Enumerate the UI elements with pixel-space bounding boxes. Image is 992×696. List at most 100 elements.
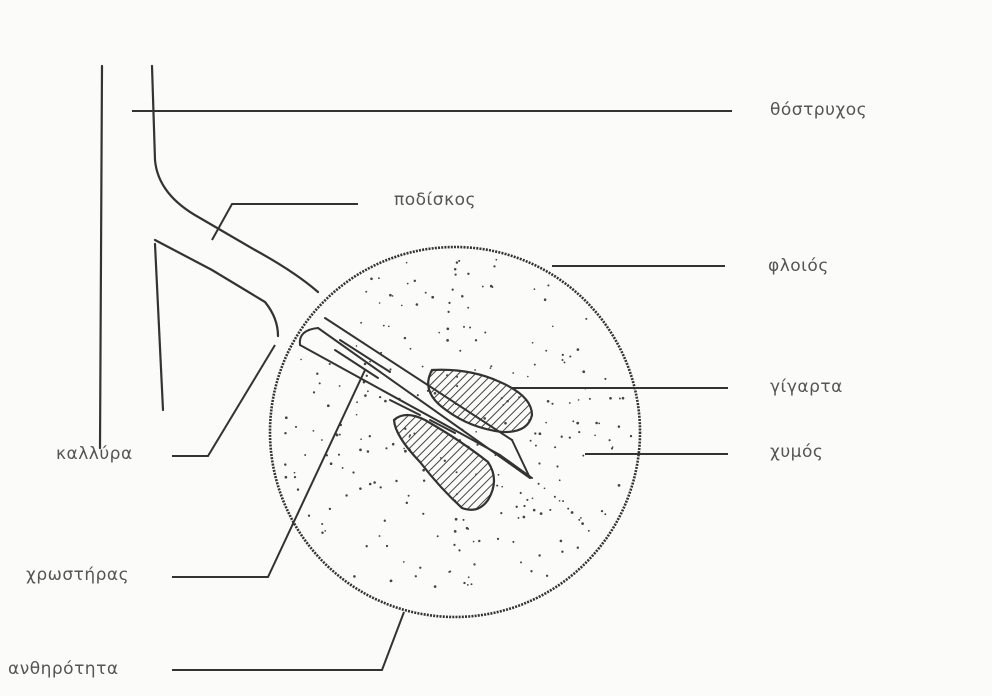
flesh-dot: [578, 519, 580, 521]
flesh-dot: [554, 446, 556, 448]
flesh-dot: [462, 519, 464, 521]
flesh-dot: [609, 439, 611, 441]
flesh-dot: [455, 274, 457, 276]
pedicel-lower-edge: [155, 240, 278, 336]
flesh-dot: [422, 366, 424, 368]
flesh-dot: [561, 359, 563, 361]
flesh-dot: [533, 509, 536, 512]
flesh-dot: [523, 516, 526, 519]
flesh-dot: [384, 520, 386, 522]
flesh-dot: [313, 391, 315, 393]
flesh-dot: [438, 332, 440, 334]
flesh-dot: [360, 438, 362, 440]
flesh-dot: [538, 554, 540, 556]
flesh-dot: [404, 450, 407, 453]
flesh-dot: [419, 567, 421, 569]
label-chymos: χυμός: [770, 442, 823, 462]
flesh-dot: [366, 545, 368, 547]
flesh-dot: [512, 372, 514, 374]
flesh-dot: [284, 432, 286, 434]
flesh-dot: [482, 286, 484, 288]
berry-flesh-dots: [284, 259, 632, 588]
flesh-dot: [564, 361, 566, 363]
flesh-dot: [446, 339, 449, 342]
flesh-dot: [561, 551, 563, 553]
flesh-dot: [385, 447, 387, 449]
flesh-dot: [473, 563, 475, 565]
flesh-dot: [369, 483, 372, 486]
flesh-dot: [353, 575, 356, 578]
flesh-dot: [580, 517, 582, 519]
flesh-dot: [598, 423, 600, 425]
flesh-dot: [474, 369, 476, 371]
flesh-dot: [567, 508, 569, 510]
flesh-dot: [540, 512, 543, 515]
flesh-dot: [595, 422, 598, 425]
flesh-dot: [404, 337, 406, 339]
flesh-dot: [339, 385, 341, 387]
flesh-dot: [458, 260, 460, 262]
flesh-dot: [390, 580, 393, 583]
flesh-dot: [572, 420, 574, 422]
flesh-dot: [467, 528, 469, 530]
flesh-dot: [552, 326, 554, 328]
flesh-dot: [490, 365, 492, 367]
flesh-dot: [527, 376, 529, 378]
flesh-dot: [618, 425, 621, 428]
flesh-dot: [554, 496, 556, 498]
flesh-dot: [535, 445, 537, 447]
flesh-dot: [556, 465, 558, 467]
seed-upper: [428, 370, 532, 432]
flesh-dot: [456, 261, 458, 263]
flesh-dot: [403, 561, 405, 563]
flesh-dot: [359, 449, 362, 452]
flesh-dot: [452, 288, 454, 290]
flesh-dot: [622, 397, 625, 400]
flesh-dot: [345, 494, 347, 496]
flesh-dot: [338, 454, 340, 456]
flesh-dot: [630, 435, 632, 437]
flesh-dot: [496, 485, 498, 487]
flesh-dot: [364, 394, 367, 397]
flesh-dot: [379, 535, 381, 537]
flesh-dot: [364, 363, 367, 366]
flesh-dot: [294, 476, 296, 478]
flesh-dot: [408, 495, 410, 497]
flesh-dot: [297, 488, 299, 490]
flesh-dot: [544, 298, 547, 301]
flesh-dot: [356, 401, 358, 403]
flesh-dot: [294, 472, 296, 474]
flesh-dot: [571, 511, 574, 514]
flesh-dot: [379, 396, 381, 398]
flesh-dot: [501, 486, 503, 488]
flesh-dot: [285, 416, 288, 419]
flesh-dot: [365, 291, 367, 293]
flesh-dot: [520, 492, 522, 494]
leader-podiskos: [212, 204, 358, 240]
flesh-dot: [313, 430, 315, 432]
flesh-dot: [308, 515, 310, 517]
pedicel-left-edge: [155, 244, 163, 410]
flesh-dot: [473, 541, 475, 543]
flesh-dot: [458, 549, 460, 551]
flesh-dot: [478, 540, 480, 542]
flesh-dot: [545, 350, 547, 352]
flesh-dot: [500, 512, 502, 514]
flesh-dot: [562, 354, 564, 356]
leader-chrostiras: [172, 370, 365, 577]
flesh-dot: [295, 426, 297, 428]
label-bostrychos: θόστρυχος: [770, 100, 867, 120]
flesh-dot: [454, 268, 457, 271]
label-podiskos: ποδίσκος: [394, 190, 476, 210]
flesh-dot: [588, 530, 590, 532]
flesh-dot: [534, 432, 536, 434]
flesh-dot: [523, 505, 525, 507]
flesh-dot: [329, 363, 331, 365]
flesh-dot: [437, 535, 439, 537]
flesh-dot: [532, 342, 534, 344]
flesh-dot: [356, 345, 358, 347]
flesh-dot: [582, 455, 584, 457]
flesh-dot: [547, 400, 550, 403]
flesh-dot: [339, 434, 341, 436]
flesh-dot: [386, 545, 388, 547]
